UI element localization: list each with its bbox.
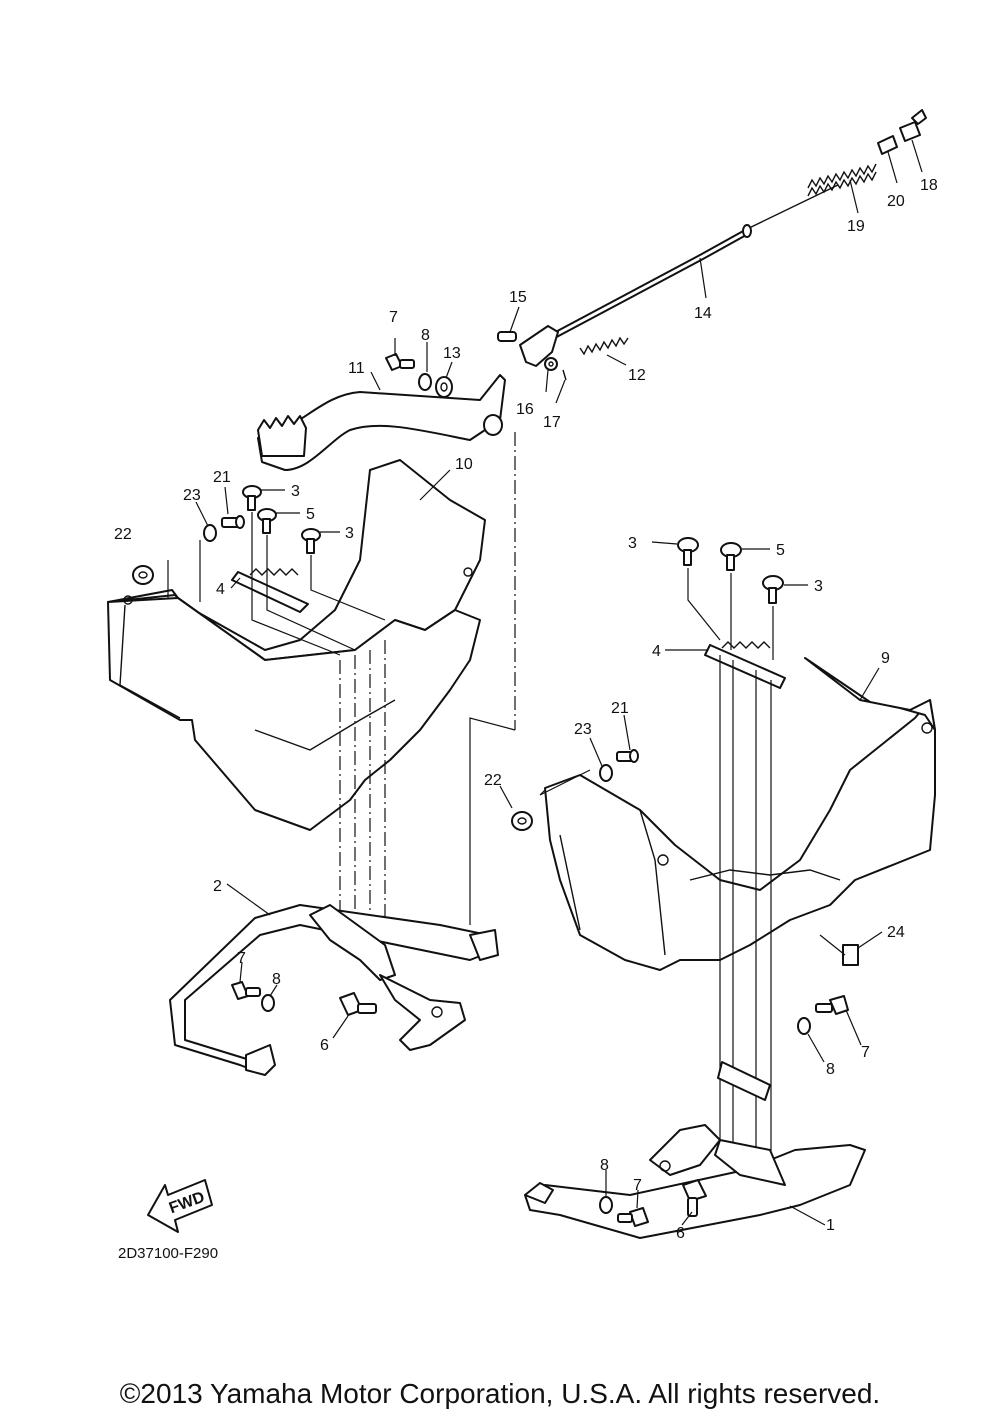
- bolt-3-left-b: [301, 528, 321, 554]
- brake-pedal-11: [257, 374, 506, 471]
- washer-8-right-a: [797, 1017, 811, 1035]
- callout-4-left: 4: [216, 581, 225, 598]
- callout-23-left: 23: [183, 487, 201, 504]
- callout-7-right-b: 7: [633, 1177, 642, 1194]
- callout-11: 11: [348, 360, 365, 377]
- brake-lever-arm: [519, 325, 559, 367]
- washer-8-right-b: [599, 1196, 613, 1214]
- callout-7-left: 7: [237, 950, 246, 967]
- callout-4-right: 4: [652, 643, 661, 660]
- nut-22-left: [132, 565, 154, 585]
- callout-leaders: [195, 139, 923, 1226]
- callout-15: 15: [509, 289, 527, 306]
- tension-spring-12: [579, 336, 629, 356]
- callout-12: 12: [628, 367, 646, 384]
- label-24: [842, 944, 859, 966]
- flange-bolt-7-right-a: [815, 995, 849, 1015]
- washer-8-left: [261, 994, 275, 1012]
- callout-5-right: 5: [776, 542, 785, 559]
- washer-8-top: [418, 373, 432, 391]
- drawing-code: 2D37100-F290: [118, 1245, 219, 1262]
- callout-23-right: 23: [574, 721, 592, 738]
- callout-8-right-b: 8: [600, 1157, 609, 1174]
- bolt-5-right: [720, 542, 742, 571]
- footpeg-plate-4-right: [704, 641, 786, 689]
- callout-8-left: 8: [272, 971, 281, 988]
- washer-16: [544, 357, 558, 371]
- flange-bolt-7-top: [385, 353, 415, 371]
- callout-8-top: 8: [421, 327, 430, 344]
- nut-22-right: [511, 811, 533, 831]
- callout-3-left-b: 3: [345, 525, 354, 542]
- bolt-5-left: [257, 508, 277, 534]
- callout-6-right: 6: [676, 1225, 685, 1242]
- flange-bolt-6-left: [339, 992, 377, 1016]
- callout-7-top: 7: [389, 309, 398, 326]
- joint-20: [877, 135, 898, 155]
- footrest-board-9: [544, 657, 936, 971]
- callout-20: 20: [887, 193, 905, 210]
- callout-19: 19: [847, 218, 865, 235]
- pin-15: [497, 331, 517, 342]
- callout-21-left: 21: [213, 469, 231, 486]
- flange-bolt-7-left: [231, 981, 261, 1000]
- spring-19: [807, 163, 877, 197]
- fwd-arrow-icon: FWD: [147, 1179, 213, 1233]
- flange-bolt-7-right-b: [617, 1207, 649, 1227]
- copyright-notice: ©2013 Yamaha Motor Corporation, U.S.A. A…: [119, 1378, 881, 1409]
- footrest-bracket-2: [169, 904, 499, 1076]
- left-assembly-guides: [167, 432, 516, 945]
- callout-labels: 1 2 3 3 3 3 4 4 5 5 6 6 7 7 7 7 8 8 8 8 …: [114, 177, 938, 1242]
- footpeg-plate-4-left: [231, 568, 309, 613]
- bolt-3-right-a: [677, 537, 699, 566]
- wing-nut-18: [899, 109, 927, 142]
- callout-2: 2: [213, 878, 222, 895]
- callout-5-left: 5: [306, 506, 315, 523]
- callout-18: 18: [920, 177, 938, 194]
- callout-3-right-a: 3: [628, 535, 637, 552]
- callout-3-left-a: 3: [291, 483, 300, 500]
- callout-10: 10: [455, 456, 473, 473]
- callout-14: 14: [694, 305, 712, 322]
- callout-8-right-a: 8: [826, 1061, 835, 1078]
- footrest-board-10: [107, 459, 486, 831]
- screw-21-right: [616, 749, 639, 763]
- brake-rod-14: [547, 184, 839, 341]
- washer-23-right: [599, 764, 613, 782]
- bolt-3-left-a: [242, 485, 262, 511]
- callout-7-right-a: 7: [861, 1044, 870, 1061]
- callout-6-left: 6: [320, 1037, 329, 1054]
- callout-24: 24: [887, 924, 905, 941]
- callout-16: 16: [516, 401, 534, 418]
- screw-21-left: [221, 515, 245, 529]
- flange-bolt-6-right: [682, 1179, 707, 1217]
- callout-17: 17: [543, 414, 561, 431]
- bolt-3-right-b: [762, 575, 784, 604]
- callout-13: 13: [443, 345, 461, 362]
- callout-1: 1: [826, 1217, 835, 1234]
- callout-22-right: 22: [484, 772, 502, 789]
- collar-13: [435, 376, 453, 398]
- callout-3-right-b: 3: [814, 578, 823, 595]
- washer-23-left: [203, 524, 217, 542]
- callout-9: 9: [881, 650, 890, 667]
- callout-21-right: 21: [611, 700, 629, 717]
- callout-22-left: 22: [114, 526, 132, 543]
- right-assembly-guides: [539, 568, 846, 1160]
- cotter-pin-17: [562, 369, 567, 381]
